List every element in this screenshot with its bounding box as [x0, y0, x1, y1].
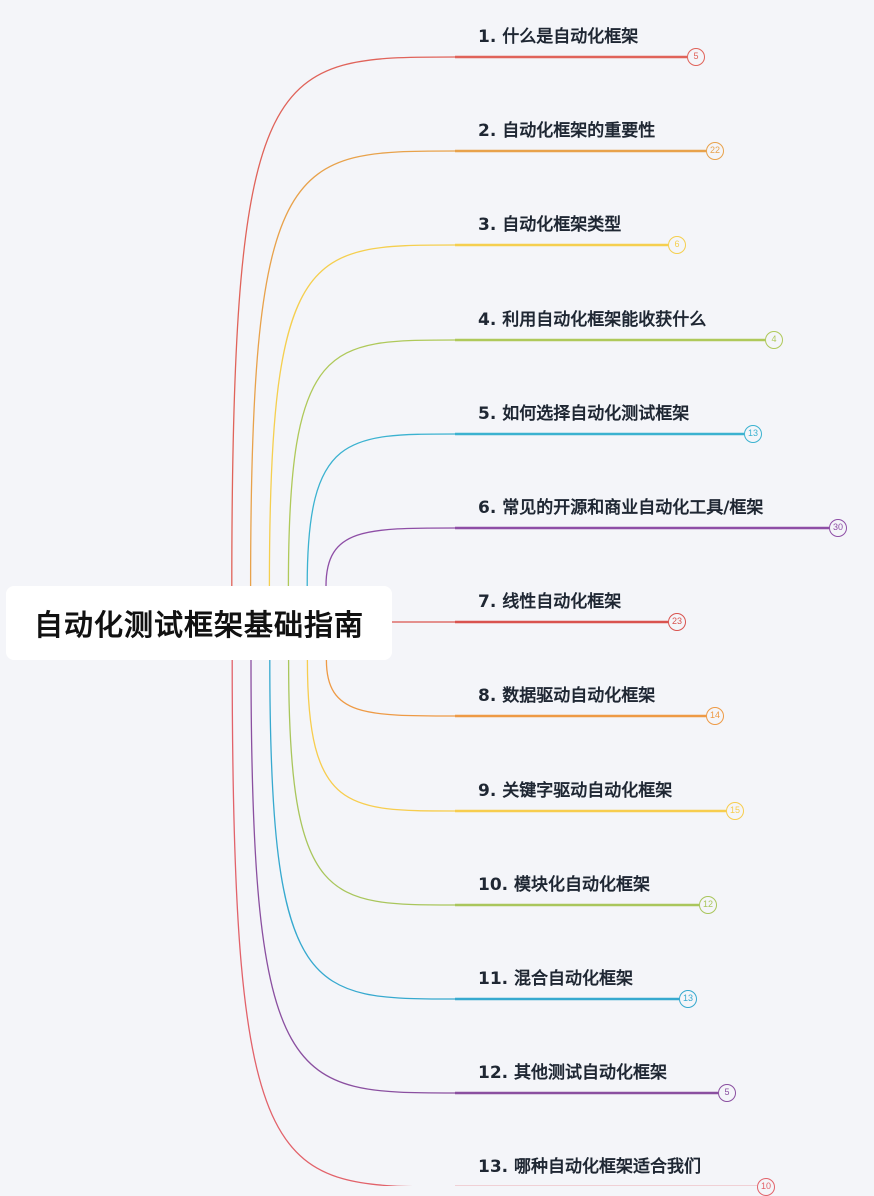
connector-5 [306, 433, 456, 587]
branch-node-4[interactable]: 4. 利用自动化框架能收获什么 [478, 310, 707, 330]
collapse-count-badge-11[interactable]: 13 [679, 990, 697, 1008]
connector-13 [231, 659, 413, 1186]
connector-9 [306, 659, 456, 812]
collapse-count-badge-12[interactable]: 5 [718, 1084, 736, 1102]
connector-10 [287, 659, 456, 906]
collapse-count-badge-5[interactable]: 13 [744, 425, 762, 443]
collapse-count-badge-8[interactable]: 14 [706, 707, 724, 725]
connector-6 [325, 527, 456, 587]
collapse-count-badge-10[interactable]: 12 [699, 896, 717, 914]
root-node[interactable]: 自动化测试框架基础指南 [6, 586, 392, 660]
collapse-count-badge-6[interactable]: 30 [829, 519, 847, 537]
collapse-count-badge-13[interactable]: 10 [757, 1178, 775, 1196]
connector-11 [269, 659, 456, 1000]
root-title: 自动化测试框架基础指南 [33, 608, 364, 642]
connector-4 [287, 339, 456, 587]
connector-8 [325, 659, 456, 717]
branch-node-10[interactable]: 10. 模块化自动化框架 [478, 875, 651, 895]
connector-2 [249, 150, 456, 587]
branch-node-2[interactable]: 2. 自动化框架的重要性 [478, 121, 656, 141]
collapse-count-badge-2[interactable]: 22 [706, 142, 724, 160]
branch-node-9[interactable]: 9. 关键字驱动自动化框架 [478, 781, 673, 801]
collapse-count-badge-4[interactable]: 4 [765, 331, 783, 349]
collapse-count-badge-9[interactable]: 15 [726, 802, 744, 820]
branch-node-13[interactable]: 13. 哪种自动化框架适合我们 [478, 1157, 702, 1177]
branch-node-6[interactable]: 6. 常见的开源和商业自动化工具/框架 [478, 498, 764, 518]
connector-1 [231, 56, 456, 587]
collapse-count-badge-7[interactable]: 23 [668, 613, 686, 631]
branch-node-8[interactable]: 8. 数据驱动自动化框架 [478, 686, 656, 706]
collapse-count-badge-1[interactable]: 5 [687, 48, 705, 66]
branch-node-12[interactable]: 12. 其他测试自动化框架 [478, 1063, 668, 1083]
branch-node-11[interactable]: 11. 混合自动化框架 [478, 969, 634, 989]
branch-node-7[interactable]: 7. 线性自动化框架 [478, 592, 622, 612]
branch-node-3[interactable]: 3. 自动化框架类型 [478, 215, 622, 235]
connector-3 [268, 244, 456, 587]
connector-12 [250, 659, 456, 1094]
branch-node-1[interactable]: 1. 什么是自动化框架 [478, 27, 639, 47]
collapse-count-badge-3[interactable]: 6 [668, 236, 686, 254]
branch-node-5[interactable]: 5. 如何选择自动化测试框架 [478, 404, 690, 424]
